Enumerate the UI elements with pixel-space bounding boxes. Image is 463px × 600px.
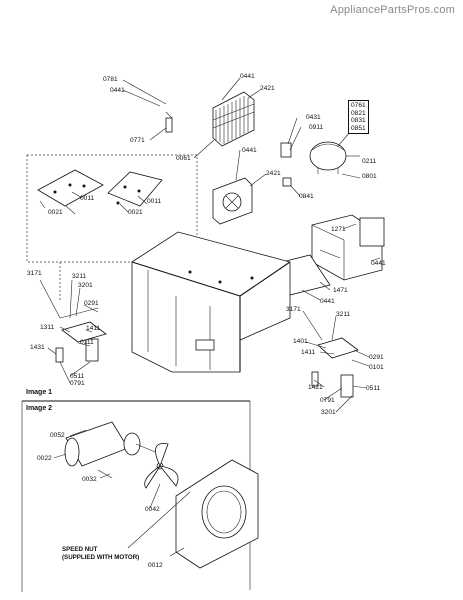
watermark: AppliancePartsPros.com [330,4,455,16]
callout-0431: 0431 [306,114,321,121]
callout-0771: 0771 [130,137,145,144]
fan-blade [144,443,179,489]
callout-0101: 0101 [369,364,384,371]
callout-3171: 3171 [27,270,42,277]
callout-1471: 1471 [333,287,348,294]
parts-list-item: 0851 [351,124,366,132]
parts-list-box: 0761 0821 0831 0851 [348,100,369,135]
inset-dashed-box [26,154,198,263]
callout-0441: 0441 [242,147,257,154]
compressor [309,141,347,174]
main-cabinet [131,231,291,373]
callout-0021: 0021 [48,209,63,216]
bracket-plate-left [37,169,104,209]
callout-0291: 0291 [369,354,384,361]
callout-3211: 3211 [72,273,87,280]
callout-1431: 1431 [30,344,45,351]
callout-1401: 1401 [293,338,308,345]
section-label-image1: Image 1 [26,389,53,396]
part-0771 [165,117,173,133]
parts-list-item: 0761 [351,102,366,109]
callout-0061: 0061 [176,155,191,162]
condenser-coil [212,91,255,147]
callout-0511: 0511 [366,385,381,392]
callout-3171: 3171 [286,306,301,313]
callout-0511: 0511 [70,373,85,380]
parts-list-item: 0831 [351,117,366,125]
callout-0032: 0032 [82,476,97,483]
callout-0011: 0011 [80,195,95,202]
callout-0441: 0441 [240,73,255,80]
capacitor-left [55,307,107,363]
callout-0011: 0011 [147,198,162,205]
callout-0841: 0841 [299,193,314,200]
relay-0431 [280,142,292,158]
callout-1411: 1411 [301,349,316,356]
callout-0021: 0021 [128,209,143,216]
bracket-plate-right [107,171,163,207]
callout-0791: 0791 [320,397,335,404]
callout-3201: 3201 [78,282,93,289]
callout-0111: 0111 [80,339,94,346]
callout-0781: 0781 [103,76,118,83]
callout-3211: 3211 [336,311,351,318]
callout-0791: 0791 [70,380,85,387]
callout-0441: 0441 [371,260,386,267]
callout-0012: 0012 [148,562,163,569]
note-line-1: SPEED NUT [62,546,98,553]
part-0841 [282,177,292,187]
fan-shroud-0012 [175,459,259,569]
callout-0211: 0211 [362,158,377,165]
section-label-image2: Image 2 [26,405,53,412]
callout-1411: 1411 [86,325,101,332]
control-box [311,214,385,281]
callout-0022: 0022 [37,455,52,462]
fan-shroud [212,177,253,225]
callout-0042: 0042 [145,506,160,513]
speed-nut-note: SPEED NUT (SUPPLIED WITH MOTOR) [62,546,139,561]
callout-1421: 1421 [308,384,323,391]
callout-0801: 0801 [362,173,377,180]
parts-list-item: 0821 [351,109,366,117]
note-line-2: (SUPPLIED WITH MOTOR) [62,553,140,561]
callout-2421: 2421 [260,85,275,92]
callout-0911: 0911 [309,124,324,131]
callout-1271: 1271 [331,226,346,233]
callout-0291: 0291 [84,300,99,307]
callout-0441: 0441 [110,87,125,94]
fan-motor [64,421,161,479]
callout-0052: 0052 [50,432,65,439]
callout-1311: 1311 [40,324,55,331]
leader-lines [39,77,381,557]
callout-2421: 2421 [266,170,281,177]
callout-3201: 3201 [321,409,336,416]
callout-0441: 0441 [320,298,335,305]
